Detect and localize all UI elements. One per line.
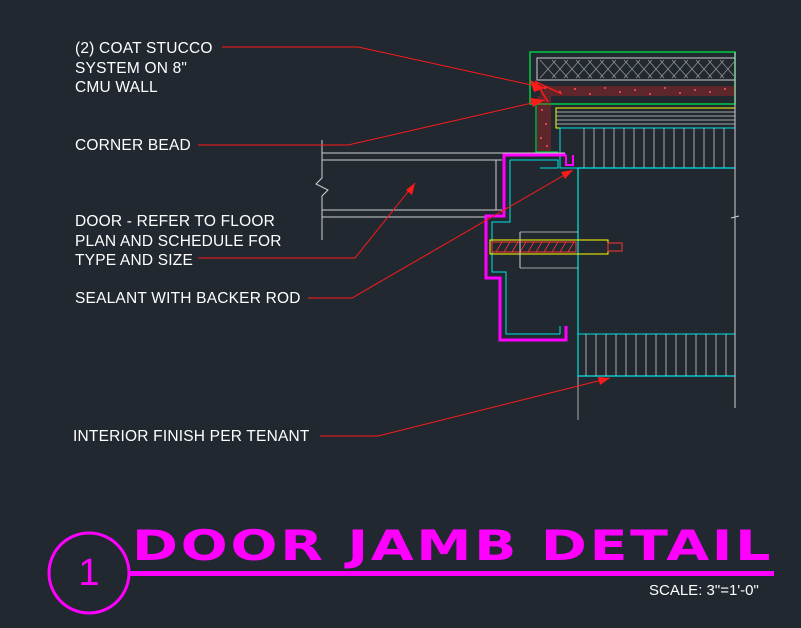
leader-lines <box>198 46 611 437</box>
stucco-arrow-pair <box>534 80 563 103</box>
note-stucco-system: (2) COAT STUCCO SYSTEM ON 8" CMU WALL <box>75 40 213 96</box>
drawing-scale: SCALE: 3"=1'-0" <box>649 582 759 599</box>
sealant-leader <box>308 169 574 299</box>
stucco-outline <box>529 51 736 105</box>
cmu-wall <box>577 52 740 408</box>
drawing-title: DOOR JAMB DETAIL <box>132 521 774 570</box>
sheathing-outline <box>555 107 736 129</box>
note-interior-finish: INTERIOR FINISH PER TENANT <box>73 428 310 445</box>
stucco-system <box>529 51 736 153</box>
sheathing-layers <box>555 107 736 169</box>
door-leaf <box>315 140 565 240</box>
hollow-metal-frame <box>484 153 574 342</box>
stucco-return <box>535 100 558 153</box>
note-corner-bead: CORNER BEAD <box>75 137 191 154</box>
cmu-block-hatch-bottom <box>585 334 727 376</box>
door-leader <box>198 182 416 259</box>
note-door: DOOR - REFER TO FLOOR PLAN AND SCHEDULE … <box>75 213 282 269</box>
cmu-top-face <box>559 127 736 169</box>
leader-arrowheads <box>406 80 610 385</box>
interior-finish-leader <box>320 377 611 437</box>
corner-bead-leader <box>198 99 546 146</box>
stucco-leader <box>222 46 546 89</box>
stucco-stipple <box>540 87 726 147</box>
stucco-scratch-coat <box>537 86 735 151</box>
frame-anchor <box>489 231 623 269</box>
detail-number: 1 <box>78 552 100 594</box>
door-break-symbol <box>315 140 329 240</box>
note-sealant: SEALANT WITH BACKER ROD <box>75 290 301 307</box>
stucco-mesh-hatch <box>539 59 735 79</box>
title-underline <box>129 571 774 576</box>
cmu-block-hatch-top <box>583 128 725 168</box>
